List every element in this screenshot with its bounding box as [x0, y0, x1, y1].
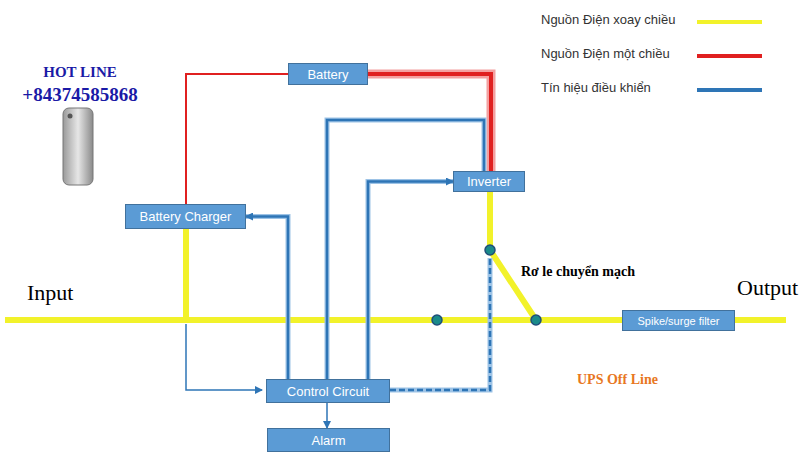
box-label: Spike/surge filter: [638, 315, 720, 327]
legend-text: Nguồn Điện xoay chiều: [541, 12, 675, 27]
box-label: Battery Charger: [140, 209, 232, 224]
control-box: Control Circuit: [266, 379, 390, 403]
battery-box: Battery: [288, 63, 368, 85]
alarm-box: Alarm: [267, 428, 390, 452]
box-label: Battery: [307, 67, 348, 82]
output-label: Output: [737, 275, 798, 301]
phone-camera: [68, 114, 73, 119]
connector-line: [327, 120, 484, 379]
phone-number: +84374585868: [22, 84, 137, 106]
connector: [186, 74, 288, 204]
legend-text: Nguồn Điện một chiều: [541, 46, 670, 61]
hotline-heading: HOT LINE: [43, 64, 117, 81]
ups-type-label: UPS Off Line: [577, 372, 658, 388]
ac-inverter-relay: [490, 192, 536, 320]
box-label: Control Circuit: [287, 384, 369, 399]
relay-control-line: [390, 258, 490, 390]
relay-contact: [485, 245, 495, 255]
legend-swatch: [697, 20, 762, 24]
inverter-box: Inverter: [453, 171, 525, 192]
connector: [246, 217, 288, 380]
legend-swatch: [697, 54, 762, 58]
connector: [327, 403, 328, 428]
connector-line: [246, 217, 288, 380]
relay-contact: [531, 315, 541, 325]
connector-halo: [327, 120, 484, 379]
legend-swatch: [697, 88, 762, 92]
relay-control-halo: [390, 258, 490, 390]
legend-text: Tín hiệu điều khiển: [541, 80, 651, 95]
connector: [368, 182, 453, 380]
connector-halo: [246, 217, 288, 380]
box-label: Alarm: [312, 433, 346, 448]
connector-halo: [368, 182, 453, 380]
connector-line: [368, 182, 453, 380]
charger-box: Battery Charger: [125, 204, 246, 229]
filter-box: Spike/surge filter: [622, 310, 735, 331]
connector-line: [186, 74, 288, 204]
ac-charger-feed: [183, 229, 189, 320]
relay-label: Rơ le chuyển mạch: [521, 264, 635, 280]
phone-icon: [63, 108, 93, 185]
input-label: Input: [27, 280, 73, 306]
input-sense-line: [186, 324, 262, 390]
relay-contact: [432, 315, 442, 325]
box-label: Inverter: [467, 174, 511, 189]
connector: [327, 120, 484, 379]
connector-line: [326, 403, 328, 428]
